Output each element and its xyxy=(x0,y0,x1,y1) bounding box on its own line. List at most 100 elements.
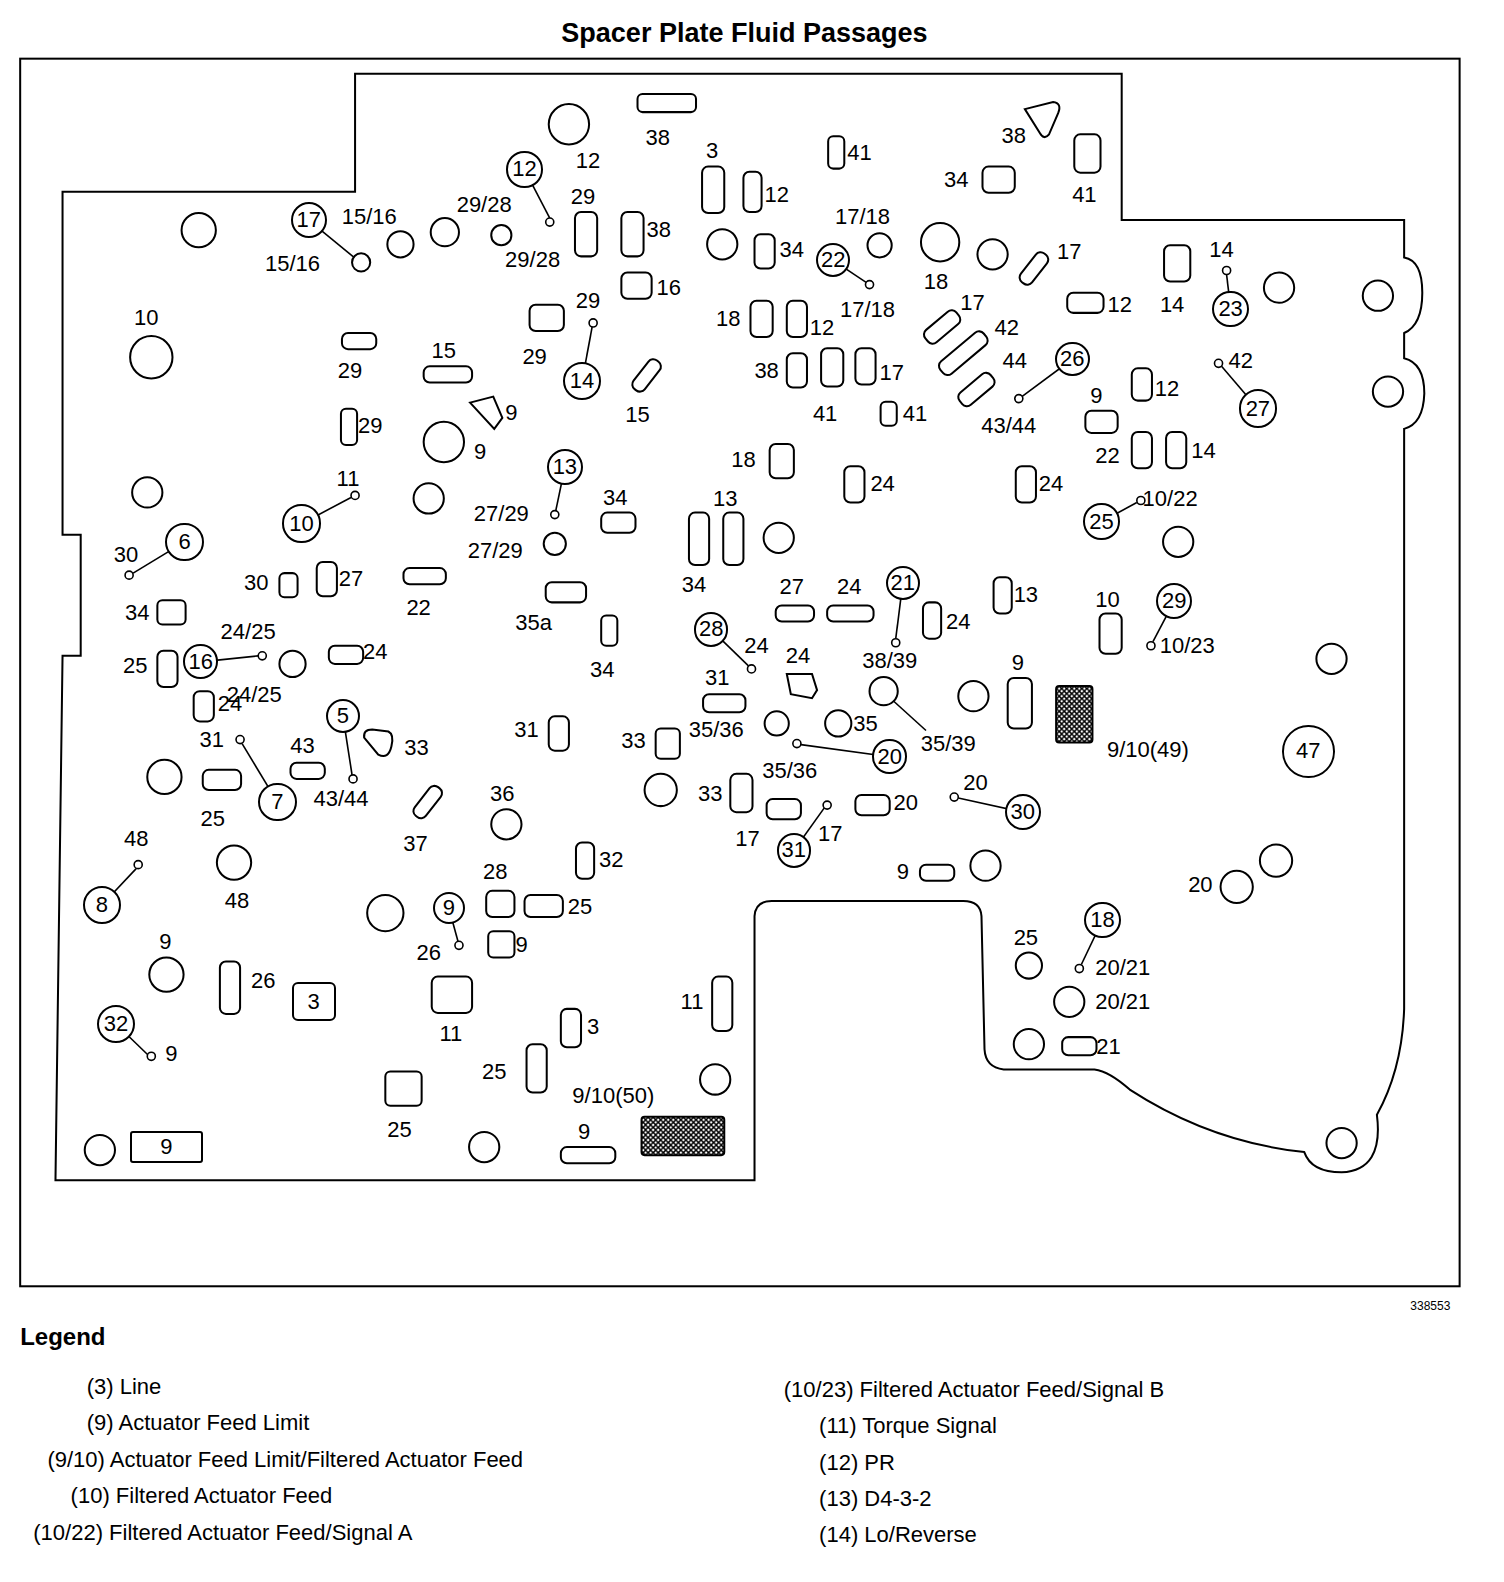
passage-label: 9 xyxy=(165,1043,177,1065)
passage-hole xyxy=(970,851,1000,881)
passage-label: 9 xyxy=(515,934,527,956)
callout-number: 14 xyxy=(570,370,594,392)
passage-label: 15/16 xyxy=(342,206,397,228)
passage-label: 30 xyxy=(244,572,268,594)
passage-hole xyxy=(364,729,392,756)
small-hole xyxy=(950,793,958,801)
passage-label: 33 xyxy=(698,783,722,805)
callout-number: 32 xyxy=(104,1013,128,1035)
leader-end-holes xyxy=(125,218,1231,1060)
passage-hole xyxy=(329,646,363,664)
passage-label: 34 xyxy=(125,602,149,624)
passage-label: 12 xyxy=(764,184,788,206)
passage-hole xyxy=(387,231,413,257)
callout-circle: 22 xyxy=(816,243,850,277)
passage-hole xyxy=(424,422,464,462)
passage-label: 35/36 xyxy=(762,760,817,782)
passage-label: 20 xyxy=(1188,874,1212,896)
passage-hole xyxy=(844,466,864,502)
passage-hole xyxy=(149,957,183,991)
legend-entry: (10) Filtered Actuator Feed xyxy=(71,1485,333,1507)
passage-label: 42 xyxy=(1228,350,1252,372)
passage-label: 29 xyxy=(571,186,595,208)
callout-number: 16 xyxy=(188,651,212,673)
legend-text: (10/23) Filtered Actuator Feed/Signal B xyxy=(784,1377,1164,1402)
passage-hole xyxy=(1017,250,1050,287)
passage-label: 43/44 xyxy=(981,415,1036,437)
passage-label: 11 xyxy=(439,1023,462,1045)
passage-hole xyxy=(352,253,370,271)
callout-circle: 17 xyxy=(291,202,327,238)
passage-hole xyxy=(147,760,181,794)
small-hole xyxy=(258,652,266,660)
passage-label: 38 xyxy=(754,360,778,382)
passage-hole xyxy=(575,212,597,256)
passage-label: 27 xyxy=(780,576,804,598)
passage-hole xyxy=(403,568,445,584)
passage-label: 32 xyxy=(599,849,623,871)
passage-label: 17 xyxy=(818,823,842,845)
callout-circle: 30 xyxy=(1005,794,1041,830)
passage-hole xyxy=(1132,368,1152,400)
passage-label: 29 xyxy=(338,360,362,382)
passage-hole xyxy=(1085,411,1117,433)
passage-hole xyxy=(867,233,891,257)
passage-hole xyxy=(157,600,185,624)
passage-hole xyxy=(1260,844,1292,876)
passage-label: 17 xyxy=(960,292,984,314)
small-hole xyxy=(823,801,831,809)
legend-entry: (9) Actuator Feed Limit xyxy=(87,1412,310,1434)
passage-label: 29 xyxy=(522,346,546,368)
passage-hole xyxy=(921,223,959,261)
callout-number: 6 xyxy=(178,531,190,553)
passage-label: 34 xyxy=(682,574,706,596)
passage-label: 25 xyxy=(123,655,147,677)
passage-hole xyxy=(411,783,444,820)
legend-entry: (10/22) Filtered Actuator Feed/Signal A xyxy=(33,1522,412,1544)
legend-text: (9) Actuator Feed Limit xyxy=(87,1410,310,1435)
frame-line xyxy=(20,59,1459,1287)
small-hole xyxy=(351,491,359,499)
passage-label: 10 xyxy=(134,307,158,329)
small-hole xyxy=(1147,642,1155,650)
passage-hole xyxy=(367,895,403,931)
legend-text: (10/22) Filtered Actuator Feed/Signal A xyxy=(33,1520,412,1545)
passage-hole xyxy=(217,845,251,879)
passage-hole xyxy=(1166,432,1186,468)
passage-label: 24 xyxy=(870,473,894,495)
passage-label: 41 xyxy=(813,403,837,425)
passage-hole xyxy=(194,691,214,721)
callout-circle: 21 xyxy=(886,566,920,600)
legend-text: (10) Filtered Actuator Feed xyxy=(71,1483,333,1508)
passage-label: 25 xyxy=(568,896,592,918)
passage-hole xyxy=(341,409,357,445)
passage-hole xyxy=(431,218,459,246)
passage-label: 24 xyxy=(837,576,861,598)
passage-hole xyxy=(488,931,514,957)
small-hole xyxy=(147,1052,155,1060)
passage-hole xyxy=(279,573,297,597)
passage-label: 34 xyxy=(780,239,804,261)
passage-hole xyxy=(702,167,724,213)
passage-label: 17 xyxy=(879,362,903,384)
passage-hole xyxy=(317,562,337,596)
passage-hole xyxy=(855,795,889,815)
passage-hole xyxy=(1100,613,1122,653)
passage-hole xyxy=(621,273,651,299)
small-hole xyxy=(546,218,554,226)
callout-number: 47 xyxy=(1296,740,1320,762)
legend-text: (9/10) Actuator Feed Limit/Filtered Actu… xyxy=(47,1447,523,1472)
passage-hole xyxy=(787,301,807,337)
passage-hole xyxy=(750,301,772,337)
numbered-box: 9 xyxy=(130,1131,203,1163)
passage-label: 9 xyxy=(505,402,517,424)
leader-lines xyxy=(102,170,1258,1055)
small-hole xyxy=(589,319,597,327)
passage-hole xyxy=(385,1071,421,1105)
legend-text: (13) D4-3-2 xyxy=(819,1486,931,1511)
passage-label: 41 xyxy=(903,403,927,425)
passage-label: 24 xyxy=(946,611,970,633)
small-hole xyxy=(349,775,357,783)
passage-hole xyxy=(157,651,177,687)
